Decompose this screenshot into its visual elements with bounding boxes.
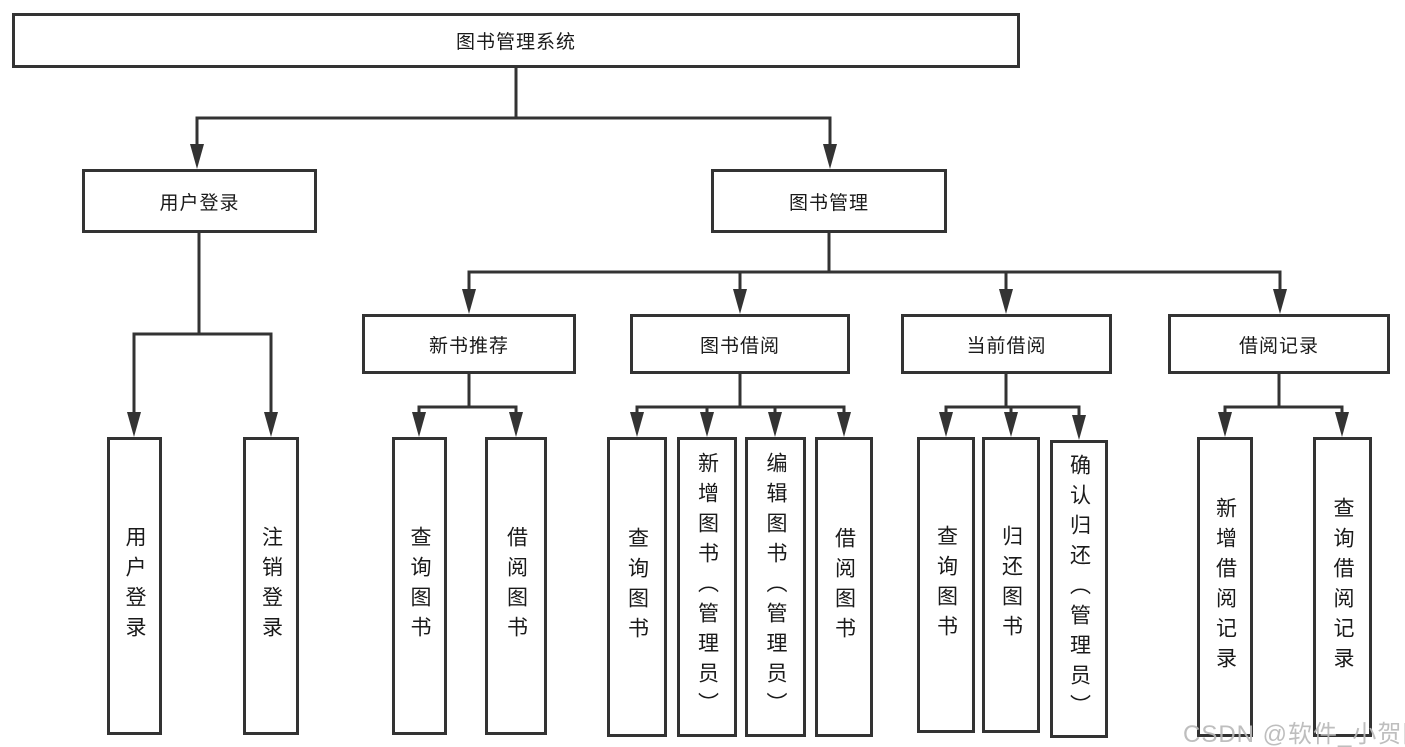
node-label: 图书管理系统 [455,32,576,53]
node-book-management: 图书管理 [711,169,947,233]
node-label: 借阅图书 [832,527,856,647]
node-new-book-recommend: 新书推荐 [362,314,576,374]
leaf-query-books-2: 查询图书 [607,437,667,737]
leaf-query-books-3: 查询图书 [917,437,975,733]
leaf-borrow-books-2: 借阅图书 [815,437,873,737]
node-label: 查询借阅记录 [1331,497,1354,677]
node-label: 新书推荐 [428,335,509,357]
node-label: 查询图书 [408,526,431,646]
node-label: 用户登录 [159,192,240,214]
node-label: 归还图书 [999,525,1023,645]
node-label: 查询图书 [625,527,649,647]
node-label: 新增图书（管理员） [695,452,719,722]
leaf-edit-books-admin: 编辑图书（管理员） [745,437,806,737]
node-user-login: 用户登录 [82,169,317,233]
leaf-borrow-books-1: 借阅图书 [485,437,547,735]
node-label: 图书借阅 [699,335,780,357]
node-label: 借阅记录 [1238,335,1319,357]
node-library-management-system: 图书管理系统 [12,13,1020,68]
node-label: 查询图书 [934,525,958,645]
leaf-add-books-admin: 新增图书（管理员） [677,437,737,737]
node-label: 编辑图书（管理员） [764,452,787,722]
node-label: 用户登录 [123,526,146,646]
node-label: 图书管理 [788,192,869,214]
node-label: 借阅图书 [504,526,528,646]
node-book-borrowing: 图书借阅 [630,314,850,374]
node-label: 新增借阅记录 [1213,497,1237,677]
leaf-user-login: 用户登录 [107,437,162,735]
node-current-borrowing: 当前借阅 [901,314,1112,374]
leaf-query-borrow-record: 查询借阅记录 [1313,437,1372,737]
csdn-watermark: CSDN @软件_小贺同学 [1183,721,1405,747]
node-label: 注销登录 [259,526,283,646]
leaf-add-borrow-record: 新增借阅记录 [1197,437,1253,737]
leaf-confirm-return-admin: 确认归还（管理员） [1050,440,1108,738]
leaf-return-books: 归还图书 [982,437,1040,733]
node-label: 确认归还（管理员） [1067,454,1091,724]
node-borrowing-records: 借阅记录 [1168,314,1390,374]
leaf-query-books-1: 查询图书 [392,437,447,735]
node-label: 当前借阅 [966,335,1047,357]
leaf-logout: 注销登录 [243,437,299,735]
